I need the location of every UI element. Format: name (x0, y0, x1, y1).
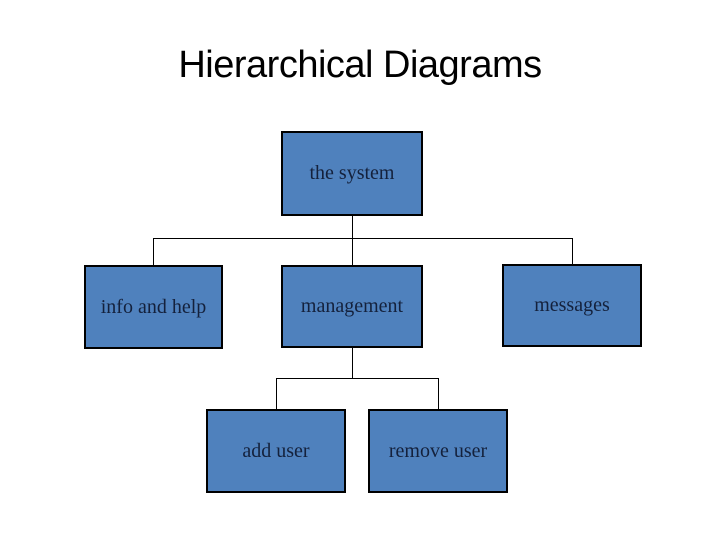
node-label: remove user (388, 439, 488, 462)
node-management: management (281, 265, 423, 348)
node-label: messages (534, 294, 610, 316)
connector-management-down (352, 348, 353, 379)
connector-to-info-and-help (153, 238, 154, 266)
connector-level2-rail (153, 238, 573, 239)
node-info-and-help: info and help (84, 265, 223, 349)
connector-level3-rail (276, 378, 439, 379)
node-the-system: the system (281, 131, 423, 216)
connector-system-down (352, 216, 353, 239)
slide-title: Hierarchical Diagrams (178, 44, 542, 86)
node-label: add user (242, 439, 310, 462)
node-label: info and help (100, 295, 207, 318)
node-label: the system (309, 162, 395, 184)
connector-to-messages (572, 238, 573, 265)
connector-to-management (352, 238, 353, 266)
node-label: management (300, 295, 404, 317)
node-messages: messages (502, 264, 642, 347)
connector-to-remove-user (438, 378, 439, 410)
connector-to-add-user (276, 378, 277, 410)
node-remove-user: remove user (368, 409, 508, 493)
node-add-user: add user (206, 409, 346, 493)
